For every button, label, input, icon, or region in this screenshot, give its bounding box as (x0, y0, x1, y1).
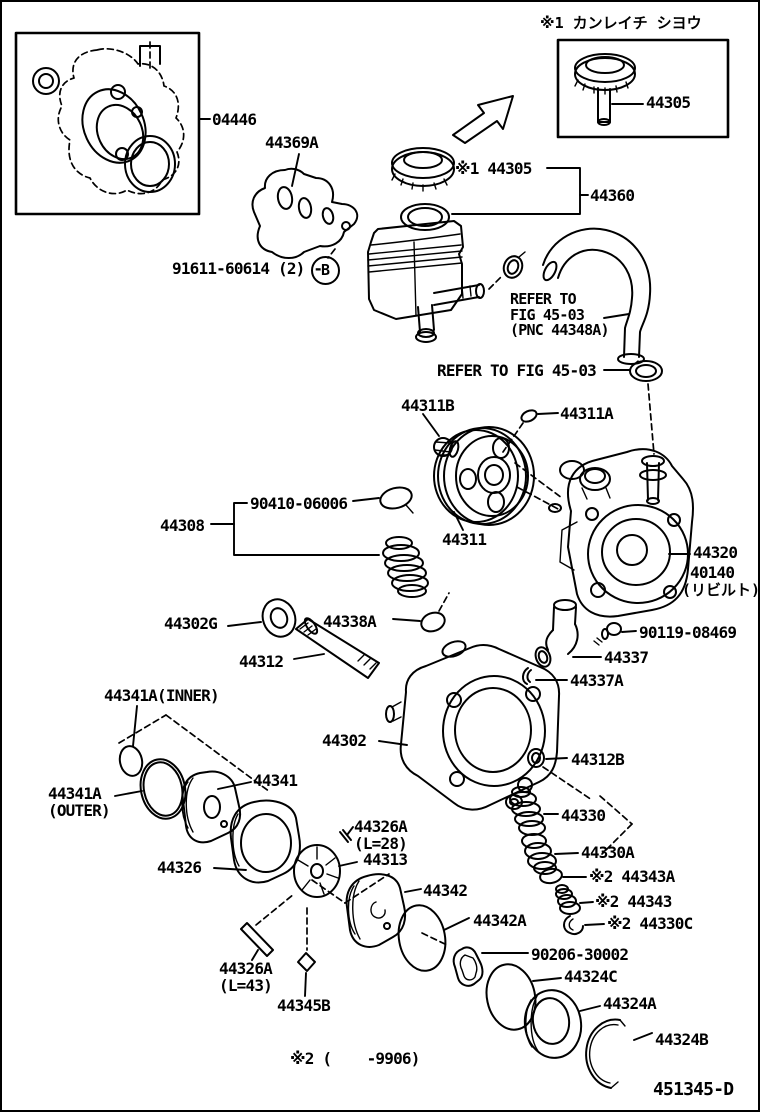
note-applicability: ※2 ( -9906) (290, 1049, 420, 1068)
plate-44341 (181, 770, 252, 844)
part-label-44311: 44311 (442, 530, 487, 549)
part-label-44305-inset: 44305 (646, 93, 691, 112)
gasket-44337A (522, 667, 568, 685)
reservoir-44360 (367, 203, 485, 343)
snap-ring-44324B (585, 1018, 653, 1089)
part-label-90119: 90119-08469 (639, 623, 737, 642)
part-label-44330: 44330 (561, 806, 606, 825)
cam-ring-44326 (213, 799, 301, 884)
oring-44342A (397, 904, 470, 972)
part-label-44343A: ※2 44343A (589, 867, 675, 886)
cap-44305 (391, 147, 589, 215)
note-cold-region: ※1 カンレイチ シヨウ (540, 14, 702, 32)
part-label-44312: 44312 (239, 652, 284, 671)
part-label-90410: 90410-06006 (250, 494, 348, 513)
fastener-marker-b: B (311, 256, 340, 285)
stud-bolt (639, 455, 667, 505)
part-label-91611-60614: 91611-60614 (2) - (172, 259, 323, 278)
oring-44311A (502, 409, 559, 453)
rotor-44313 (293, 844, 358, 898)
pin-44345B (297, 907, 316, 997)
seal-44324A (523, 989, 601, 1059)
pump-assembly-44320 (548, 448, 694, 618)
part-label-04446: 04446 (212, 110, 257, 129)
part-label-44326A-long: 44326A (L=43) (219, 959, 273, 995)
note-rebuilt: (リビルト) (682, 581, 760, 599)
oring-44338A (392, 592, 450, 633)
part-label-44369A: 44369A (265, 133, 319, 152)
vane-44326A-short (339, 826, 354, 843)
part-label-44341A-outer: 44341A (OUTER) (48, 784, 111, 820)
part-label-44326: 44326 (157, 858, 202, 877)
hose-44348A (542, 227, 652, 365)
part-label-40140: 40140 (690, 563, 735, 582)
part-label-44324C: 44324C (564, 967, 618, 986)
part-label-44324B: 44324B (655, 1030, 709, 1049)
part-label-44311B: 44311B (401, 396, 455, 415)
part-label-44345B: 44345B (277, 996, 331, 1015)
part-label-44341: 44341 (253, 771, 298, 790)
part-label-44341A-inner: 44341A(INNER) (104, 686, 220, 705)
part-label-44302G: 44302G (164, 614, 218, 633)
part-label-44342A: 44342A (473, 911, 527, 930)
part-label-44320: 44320 (693, 543, 738, 562)
part-label-44338A: 44338A (323, 612, 377, 631)
part-label-44311A: 44311A (560, 404, 614, 423)
pulley-44311 (433, 426, 563, 531)
bearing-44302G (227, 598, 297, 638)
hose-clamp (603, 360, 663, 455)
plug-90410 (210, 486, 414, 556)
plate-44342 (345, 873, 422, 948)
direction-arrow-icon (452, 95, 514, 144)
part-label-44302: 44302 (322, 731, 367, 750)
cap-inset-box (556, 38, 730, 139)
part-label-44326A-short: 44326A (L=28) (354, 817, 408, 853)
part-label-44337: 44337 (604, 648, 649, 667)
bolt-90119 (593, 622, 637, 646)
gasket-kit-inset (14, 31, 201, 216)
figure-code: 451345-D (653, 1079, 734, 1100)
assembly-dashed-lines (255, 873, 390, 926)
part-label-90206: 90206-30002 (531, 945, 629, 964)
union-44337 (534, 599, 602, 668)
part-label-44313: 44313 (363, 850, 408, 869)
housing-44302 (378, 640, 561, 811)
note-refer-fig-pnc: REFER TO FIG 45-03 (PNC 44348A) (510, 290, 610, 339)
part-label-44342: 44342 (423, 881, 468, 900)
part-label-44337A: 44337A (570, 671, 624, 690)
part-label-44343: ※2 44343 (595, 892, 672, 911)
part-label-44308: 44308 (160, 516, 205, 535)
bracket-44369A (251, 153, 359, 259)
valve-stack-right (509, 786, 633, 936)
part-label-44305: ※1 44305 (455, 159, 532, 178)
part-label-44330A: 44330A (581, 843, 635, 862)
shaft-44312 (293, 617, 380, 679)
oring-44341A-inner (118, 705, 271, 793)
vane-44326A-long (240, 922, 274, 961)
part-label-44324A: 44324A (603, 994, 657, 1013)
part-label-44330C: ※2 44330C (607, 914, 693, 933)
gasket-90206 (452, 946, 529, 987)
oring-44312B (527, 748, 593, 801)
part-label-44360: 44360 (590, 186, 635, 205)
oring-44341A-outer (114, 758, 187, 820)
clamp-44348-small (488, 251, 526, 290)
note-refer-fig: REFER TO FIG 45-03 (437, 361, 597, 380)
valve-44308 (382, 536, 429, 598)
oring-44324C (485, 963, 562, 1031)
part-label-44312B: 44312B (571, 750, 625, 769)
